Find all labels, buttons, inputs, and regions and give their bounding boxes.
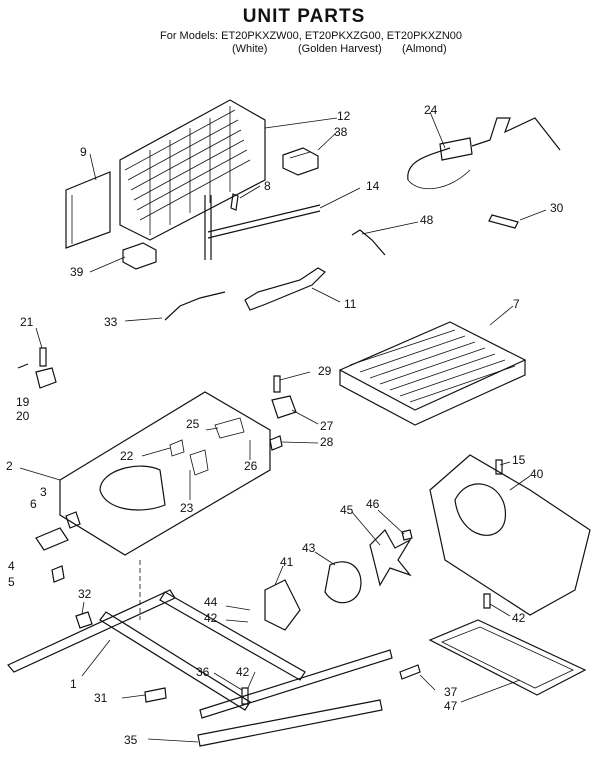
part-15-screw (495, 459, 503, 475)
part-4-relay (35, 527, 69, 551)
callout-24: 24 (424, 103, 438, 117)
part-33-wire (164, 291, 226, 321)
color-almond-label: (Almond) (402, 43, 447, 55)
callout-37: 37 (444, 685, 458, 699)
callout-32: 32 (78, 587, 92, 601)
callout-47: 47 (444, 699, 458, 713)
callout-7: 7 (513, 297, 520, 311)
callout-4: 4 (8, 559, 15, 573)
part-7-evaporator (338, 321, 527, 426)
leader-lines (19, 111, 547, 743)
part-1-base-frame (7, 589, 393, 719)
callout-42-bottom: 42 (236, 665, 250, 679)
part-35-rail (197, 699, 383, 747)
callout-6: 6 (30, 497, 37, 511)
callout-20: 20 (16, 409, 30, 423)
callout-15: 15 (512, 453, 526, 467)
callout-22: 22 (120, 449, 134, 463)
part-5-grommet (51, 565, 65, 583)
callout-29: 29 (318, 364, 332, 378)
callout-19: 19 (16, 395, 30, 409)
callout-48: 48 (420, 213, 434, 227)
callout-42-left: 42 (204, 611, 218, 625)
callout-12: 12 (337, 109, 351, 123)
part-38-bracket (282, 147, 319, 176)
callout-11: 11 (344, 297, 357, 311)
callout-45: 45 (340, 503, 354, 517)
part-31-clip (144, 687, 167, 703)
callout-31: 31 (94, 691, 108, 705)
callout-1: 1 (70, 677, 77, 691)
callout-14: 14 (366, 179, 380, 193)
callout-3: 3 (40, 485, 47, 499)
callout-23: 23 (180, 501, 194, 515)
part-46-nut (401, 529, 413, 541)
callout-43: 43 (302, 541, 316, 555)
callout-44: 44 (204, 595, 218, 609)
callout-41: 41 (280, 555, 294, 569)
models-line: For Models: ET20PKXZW00, ET20PKXZG00, ET… (160, 30, 463, 42)
part-3-6-bolt (65, 511, 81, 529)
color-white-label: (White) (232, 43, 268, 55)
part-37-tube (399, 664, 421, 680)
part-19-20-bracket (17, 363, 57, 389)
callout-28: 28 (320, 435, 334, 449)
callout-25: 25 (186, 417, 200, 431)
color-golden-harvest-label: (Golden Harvest) (298, 43, 382, 55)
part-32-grommet (75, 611, 93, 629)
callout-38: 38 (334, 125, 348, 139)
part-48-wire (351, 229, 386, 256)
callout-2: 2 (6, 459, 13, 473)
part-2-compressor-plate (59, 391, 271, 556)
part-11-drier (244, 267, 326, 311)
part-24-tube-assembly (407, 117, 561, 189)
callout-30: 30 (550, 201, 564, 215)
callout-42-right: 42 (512, 611, 526, 625)
fan-motor-assembly (264, 529, 412, 631)
callout-36: 36 (196, 665, 210, 679)
part-14-tubing (204, 195, 321, 260)
part-27-block (271, 395, 297, 419)
callout-26: 26 (244, 459, 258, 473)
callout-46: 46 (366, 497, 380, 511)
part-42-screw-right (483, 593, 491, 609)
callout-8: 8 (264, 179, 271, 193)
part-36-bolt (241, 687, 249, 705)
part-28-washer (269, 435, 283, 451)
part-29-screw (273, 375, 281, 393)
callout-9: 9 (80, 145, 87, 159)
part-30-clip (488, 214, 519, 229)
callout-27: 27 (320, 419, 334, 433)
callout-35: 35 (124, 733, 138, 747)
callout-5: 5 (8, 575, 15, 589)
part-8-clip (230, 193, 239, 211)
callout-33: 33 (104, 315, 118, 329)
part-39-block (122, 242, 157, 270)
callout-40: 40 (530, 467, 544, 481)
part-40-shroud (429, 454, 591, 616)
callout-21: 21 (20, 315, 34, 329)
part-21-screw (39, 347, 47, 367)
callout-39: 39 (70, 265, 84, 279)
page-title: UNIT PARTS (242, 6, 366, 27)
part-47-drain-pan (428, 619, 587, 696)
